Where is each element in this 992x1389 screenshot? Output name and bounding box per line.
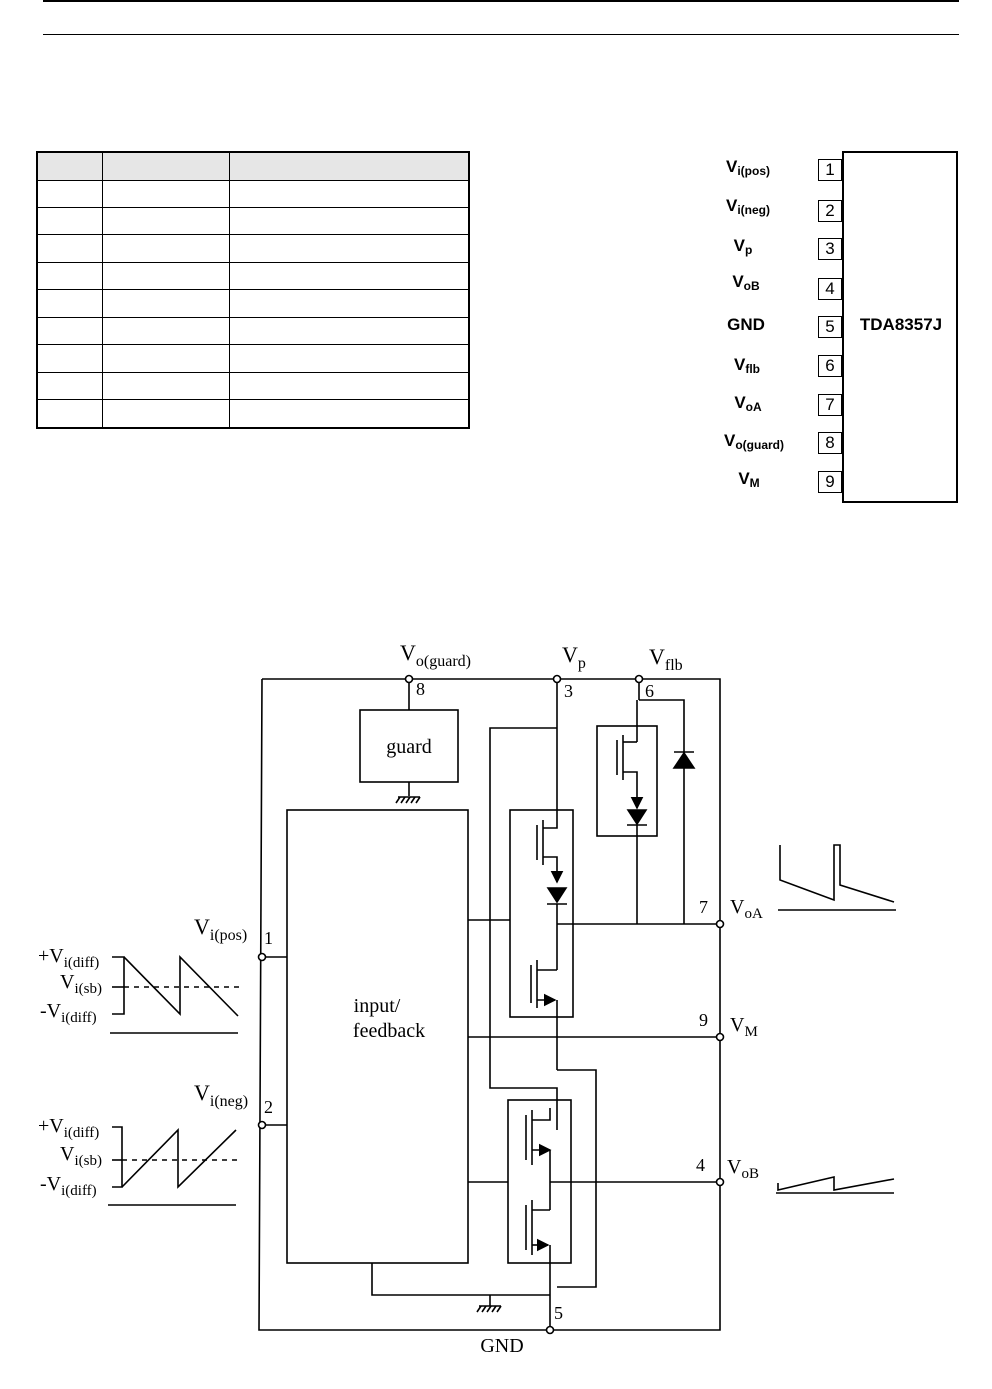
label-plus-diff-pos: +Vi(diff) <box>38 945 99 971</box>
label-vob: VoB <box>727 1156 759 1182</box>
label-vm: VM <box>730 1014 758 1040</box>
pin-label-vineg: Vi(neg) <box>725 196 770 217</box>
input-feedback-label-2: feedback <box>353 1020 425 1042</box>
pin-number: 7 <box>699 897 708 917</box>
label-gnd: GND <box>480 1335 523 1357</box>
pin-label-vob: VoB <box>732 272 760 293</box>
pin-number: 1 <box>264 928 273 948</box>
label-plus-diff-neg: +Vi(diff) <box>38 1115 99 1141</box>
label-vflb: Vflb <box>649 644 683 674</box>
table-row <box>36 344 470 373</box>
pin-number: 5 <box>554 1303 563 1323</box>
pin-number: 6 <box>818 355 842 377</box>
pin-number: 9 <box>699 1010 708 1030</box>
ground-symbol <box>395 796 421 804</box>
input-feedback-label-1: input/ <box>354 995 401 1017</box>
pin-terminal <box>634 674 644 684</box>
pin-terminal <box>715 1177 725 1187</box>
label-sb-pos: Vi(sb) <box>60 971 102 997</box>
pin-number: 2 <box>264 1097 273 1117</box>
pin-terminal <box>404 674 414 684</box>
ic-boundary <box>258 678 721 1331</box>
output-waveform-voa <box>778 844 896 911</box>
pin-number: 3 <box>818 238 842 260</box>
pin-number: 6 <box>645 681 654 701</box>
label-minus-diff-neg: -Vi(diff) <box>40 1173 97 1199</box>
ground-symbol <box>476 1305 502 1313</box>
pin-number: 4 <box>696 1155 705 1175</box>
table-row <box>36 316 470 346</box>
pin-terminal <box>715 919 725 929</box>
chip-body <box>842 151 958 503</box>
output-stage-upper <box>509 809 574 1018</box>
table-row <box>36 371 470 401</box>
pin-terminal <box>552 674 562 684</box>
pin-label-voguard: Vo(guard) <box>724 431 784 452</box>
pin-number: 3 <box>564 681 573 701</box>
pin-table <box>36 151 470 429</box>
pin-terminal <box>257 952 267 962</box>
pin-terminal <box>257 1120 267 1130</box>
pin-table-header <box>36 151 470 181</box>
pin-terminal <box>715 1032 725 1042</box>
pin-label-vm: VM <box>738 469 760 490</box>
header-rule-thick <box>43 0 959 2</box>
pin-number: 7 <box>818 394 842 416</box>
pin-number: 2 <box>818 200 842 222</box>
label-vineg: Vi(neg) <box>194 1080 248 1110</box>
pin-number: 1 <box>818 159 842 181</box>
pin-label-vipos: Vi(pos) <box>725 157 770 178</box>
output-waveform-vob <box>776 1175 895 1194</box>
pin-number: 8 <box>818 432 842 454</box>
label-vipos: Vi(pos) <box>194 914 247 944</box>
guard-label: guard <box>386 736 432 758</box>
flyback-block <box>596 725 658 837</box>
pin-terminal <box>545 1325 555 1335</box>
header-rule-thin <box>43 34 959 35</box>
pin-label-vflb: Vflb <box>733 355 760 376</box>
pin-number: 9 <box>818 471 842 493</box>
table-row <box>36 289 470 318</box>
pin-number: 8 <box>416 679 425 699</box>
input-waveform-pos <box>110 955 240 1034</box>
pin-label-vp: Vp <box>733 236 753 257</box>
table-row <box>36 399 470 429</box>
label-voa: VoA <box>730 896 763 922</box>
label-minus-diff-pos: -Vi(diff) <box>40 1000 97 1026</box>
pin-number: 4 <box>818 278 842 300</box>
pin-label-gnd: GND <box>727 315 765 334</box>
input-waveform-neg <box>108 1126 240 1206</box>
label-vp: Vp <box>562 642 586 672</box>
label-sb-neg: Vi(sb) <box>60 1143 102 1169</box>
label-vo-guard: Vo(guard) <box>400 640 471 670</box>
pin-label-voa: VoA <box>734 393 762 414</box>
chip-name: TDA8357J <box>859 315 943 334</box>
pin-number: 5 <box>818 316 842 338</box>
